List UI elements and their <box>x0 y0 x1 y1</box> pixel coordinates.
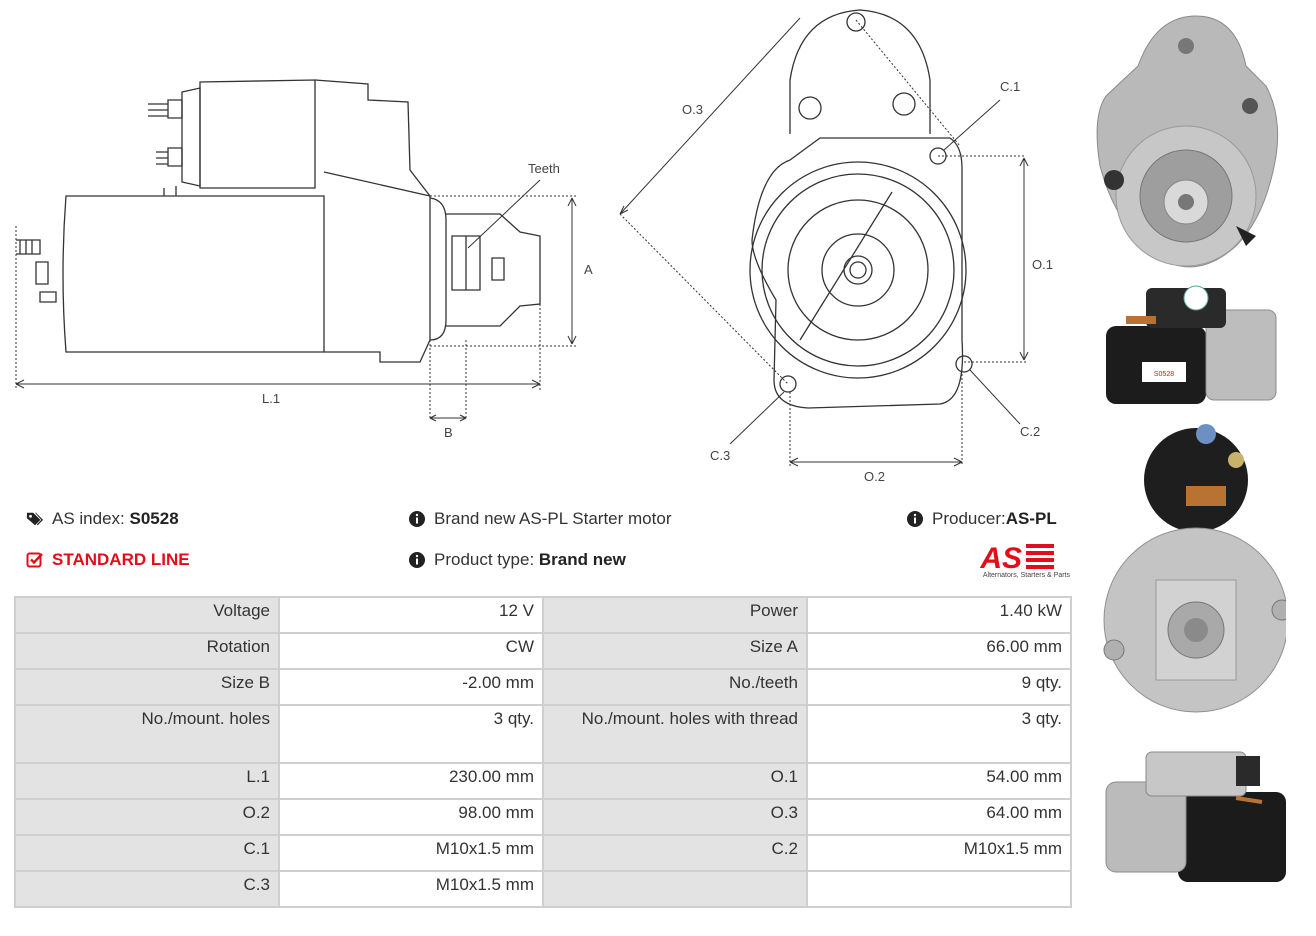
spec-value: M10x1.5 mm <box>280 836 542 870</box>
spec-key: Size A <box>544 634 806 668</box>
size-b-label: B <box>444 425 453 440</box>
spec-key: O.2 <box>16 800 278 834</box>
product-type-label: Product type: <box>434 550 535 569</box>
c2-label: C.2 <box>1020 424 1040 439</box>
product-info: AS index: S0528 Brand new AS-PL Starter … <box>26 506 1072 586</box>
spec-value: CW <box>280 634 542 668</box>
spec-key: C.2 <box>544 836 806 870</box>
spec-key: C.3 <box>16 872 278 906</box>
o3-label: O.3 <box>682 102 703 117</box>
as-index-value: S0528 <box>129 509 179 528</box>
product-type-value: Brand new <box>538 550 626 569</box>
logo-tagline: Alternators, Starters & Parts <box>982 572 1070 579</box>
spec-value: 98.00 mm <box>280 800 542 834</box>
size-a-label: A <box>584 262 593 277</box>
front-view-drawing <box>749 9 973 409</box>
logo-text: AS <box>979 542 1022 572</box>
info-icon <box>906 510 924 528</box>
standard-line-badge: STANDARD LINE <box>26 550 190 570</box>
tags-icon <box>26 510 44 528</box>
specification-table: Voltage 12 V Power 1.40 kW Rotation CW S… <box>14 596 1072 908</box>
o1-label: O.1 <box>1032 257 1053 272</box>
table-row: Voltage 12 V Power 1.40 kW <box>16 598 1070 632</box>
spec-key: Voltage <box>16 598 278 632</box>
technical-drawings: Teeth A L.1 B <box>0 0 1080 490</box>
spec-key: O.3 <box>544 800 806 834</box>
spec-key: Power <box>544 598 806 632</box>
product-photos: S0528 <box>1086 0 1316 936</box>
producer-value: AS-PL <box>1005 509 1057 528</box>
spec-value: 3 qty. <box>808 706 1070 762</box>
product-type: Product type: Brand new <box>408 550 626 570</box>
o2-label: O.2 <box>864 469 885 484</box>
spec-key: No./mount. holes with thread <box>544 706 806 762</box>
spec-value: 66.00 mm <box>808 634 1070 668</box>
spec-key: No./teeth <box>544 670 806 704</box>
spec-value: 1.40 kW <box>808 598 1070 632</box>
product-description: Brand new AS-PL Starter motor <box>408 509 671 529</box>
producer: Producer: AS-PL <box>906 509 1057 529</box>
checkbox-icon <box>26 551 44 569</box>
as-pl-logo: AS Alternators, Starters & Parts <box>962 540 1070 584</box>
spec-value: 9 qty. <box>808 670 1070 704</box>
spec-value: M10x1.5 mm <box>280 872 542 906</box>
product-photo-rear <box>1103 424 1286 713</box>
table-row: C.1 M10x1.5 mm C.2 M10x1.5 mm <box>16 836 1070 870</box>
spec-value: M10x1.5 mm <box>808 836 1070 870</box>
table-row: L.1 230.00 mm O.1 54.00 mm <box>16 764 1070 798</box>
standard-line-text: STANDARD LINE <box>52 550 190 569</box>
as-index-label: AS index: <box>52 509 125 528</box>
l1-label: L.1 <box>262 391 280 406</box>
spec-key: C.1 <box>16 836 278 870</box>
spec-value <box>808 872 1070 906</box>
spec-key: Rotation <box>16 634 278 668</box>
c1-label: C.1 <box>1000 79 1020 94</box>
spec-value: 3 qty. <box>280 706 542 762</box>
spec-key: L.1 <box>16 764 278 798</box>
spec-key: No./mount. holes <box>16 706 278 762</box>
spec-value: 54.00 mm <box>808 764 1070 798</box>
producer-label: Producer: <box>932 509 1006 528</box>
table-row: No./mount. holes 3 qty. No./mount. holes… <box>16 706 1070 762</box>
spec-value: 64.00 mm <box>808 800 1070 834</box>
side-view-drawing: Teeth A L.1 B <box>15 9 1053 484</box>
spec-value: -2.00 mm <box>280 670 542 704</box>
table-row: C.3 M10x1.5 mm <box>16 872 1070 906</box>
table-row: O.2 98.00 mm O.3 64.00 mm <box>16 800 1070 834</box>
spec-key: Size B <box>16 670 278 704</box>
spec-value: 12 V <box>280 598 542 632</box>
product-photo-side: S0528 <box>1106 285 1277 404</box>
info-icon <box>408 551 426 569</box>
spec-key <box>544 872 806 906</box>
description-text: Brand new AS-PL Starter motor <box>434 509 672 528</box>
product-photo-side-rear <box>1105 751 1286 882</box>
c3-label: C.3 <box>710 448 730 463</box>
spec-key: O.1 <box>544 764 806 798</box>
teeth-label: Teeth <box>528 161 560 176</box>
table-row: Rotation CW Size A 66.00 mm <box>16 634 1070 668</box>
as-index: AS index: S0528 <box>26 509 179 529</box>
spec-value: 230.00 mm <box>280 764 542 798</box>
info-icon <box>408 510 426 528</box>
product-photo-front <box>1096 15 1279 268</box>
table-row: Size B -2.00 mm No./teeth 9 qty. <box>16 670 1070 704</box>
photo-label-model: S0528 <box>1154 371 1174 378</box>
